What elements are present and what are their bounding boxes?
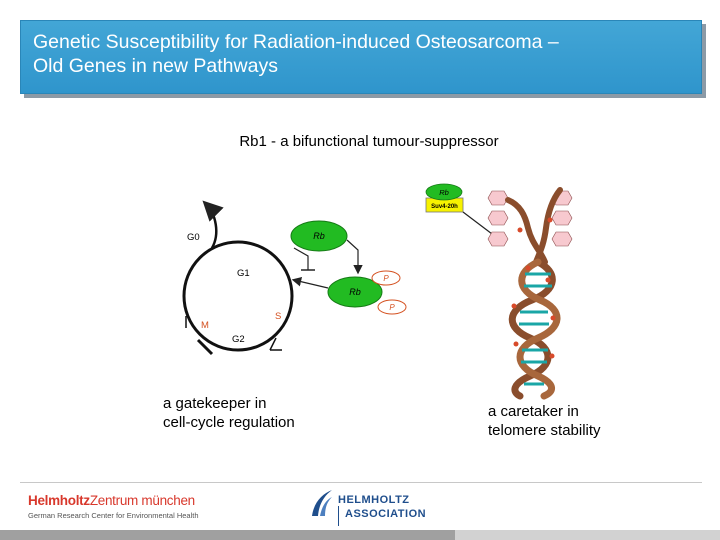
- caretaker-caption-line-2: telomere stability: [488, 422, 601, 439]
- phase-label-m: M: [201, 320, 209, 331]
- telomere-rb-node: [425, 183, 463, 201]
- slide-title-line-2: Old Genes in new Pathways: [33, 55, 278, 77]
- rb-active-node: [290, 220, 348, 252]
- rb-phos-arrow: [346, 239, 363, 275]
- phase-tick-g2: [196, 338, 214, 356]
- rb-phos-label: Rb: [349, 287, 361, 297]
- gatekeeper-caption-line-2: cell-cycle regulation: [163, 414, 295, 431]
- histone-markers: [487, 190, 573, 247]
- helmholtz-wing-icon: [312, 490, 332, 516]
- rb-phos-return-arrow: [291, 276, 329, 289]
- phospho-badge-1: [371, 270, 401, 286]
- rb-phos-node: [327, 276, 383, 308]
- cell-cycle-circle: [182, 240, 294, 352]
- caretaker-caption: a caretaker in telomere stability: [488, 402, 601, 440]
- phospho-label-2: P: [389, 303, 395, 312]
- g0-exit-arrow: [202, 200, 224, 249]
- ha-logo-line-2: ASSOCIATION: [345, 508, 427, 520]
- slide-subtitle: Rb1 - a bifunctional tumour-suppressor: [239, 133, 499, 150]
- hz-logo-name-rest: Zentrum münchen: [89, 493, 195, 508]
- helmholtz-association-logo: HELMHOLTZ ASSOCIATION: [308, 486, 428, 528]
- suv-label: Suv4-20h: [431, 204, 458, 210]
- gatekeeper-caption: a gatekeeper in cell-cycle regulation: [163, 394, 295, 432]
- hz-logo-subtitle: German Research Center for Environmental…: [28, 511, 199, 520]
- phase-label-g1: G1: [237, 268, 250, 279]
- slide-title-line-1: Genetic Susceptibility for Radiation-ind…: [33, 31, 559, 53]
- phospho-badge-2: [377, 299, 407, 315]
- phase-label-g2: G2: [232, 334, 245, 345]
- ha-logo-line-1: HELMHOLTZ: [338, 494, 410, 506]
- phase-label-g0: G0: [187, 232, 200, 243]
- phospho-label-1: P: [383, 274, 389, 283]
- bottom-bar: [0, 530, 720, 540]
- phase-label-s: S: [275, 311, 281, 322]
- caretaker-caption-line-1: a caretaker in: [488, 403, 579, 420]
- telomere-rb-label: Rb: [439, 188, 449, 197]
- rb-inhibition-line: [293, 247, 309, 270]
- footer-divider: [20, 482, 702, 483]
- helmholtz-zentrum-logo: HelmholtzZentrum münchen German Research…: [28, 493, 199, 520]
- dna-helix-graphic: [505, 187, 563, 400]
- rb-active-label: Rb: [313, 231, 325, 241]
- title-bar: Genetic Susceptibility for Radiation-ind…: [20, 20, 702, 94]
- ha-logo-divider: [338, 506, 339, 526]
- hz-logo-name: HelmholtzZentrum münchen: [28, 493, 199, 508]
- gatekeeper-caption-line-1: a gatekeeper in: [163, 395, 267, 412]
- bottom-bar-light: [455, 530, 720, 540]
- phase-tick-s: [269, 337, 277, 351]
- hz-logo-name-bold: Helmholtz: [28, 493, 90, 508]
